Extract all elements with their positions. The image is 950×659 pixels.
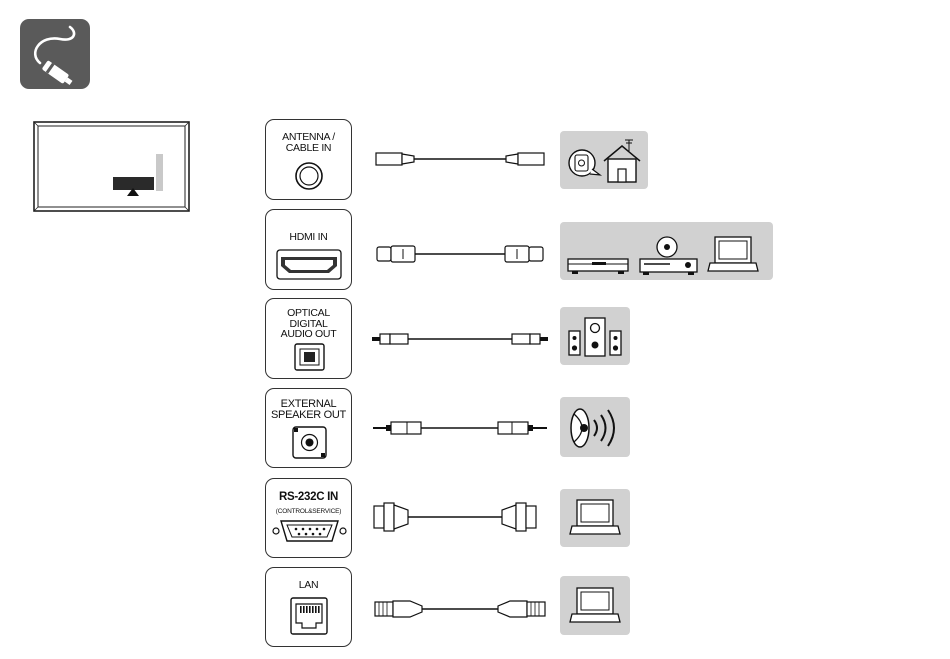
hdmi-cable-icon xyxy=(370,242,550,266)
cable-connection-icon xyxy=(20,19,90,89)
hdmi-in-port: HDMI IN xyxy=(265,209,352,290)
house-antenna-icon xyxy=(604,140,640,182)
coax-cable-icon xyxy=(370,147,550,171)
set-top-box-icon xyxy=(568,259,628,274)
lan-port: LAN xyxy=(265,567,352,647)
wall-antenna-outlet-icon xyxy=(569,150,600,176)
optical-port-icon xyxy=(266,299,353,380)
device-panel-antenna xyxy=(560,131,648,189)
device-panel-rs232c xyxy=(560,489,630,547)
antenna-cable-in-port: ANTENNA / CABLE IN xyxy=(265,119,352,200)
laptop-icon xyxy=(560,489,630,547)
laptop-icon xyxy=(560,576,630,635)
serial-cable-icon xyxy=(370,500,550,534)
audio-cable-icon xyxy=(370,416,550,440)
device-panel-lan xyxy=(560,576,630,635)
rs232c-in-port: RS-232C IN (CONTROL&SERVICE) xyxy=(265,478,352,558)
serial-port-icon xyxy=(266,479,353,559)
hdmi-port-icon xyxy=(266,210,353,291)
tv-rear-panel xyxy=(33,121,190,212)
dvd-player-icon xyxy=(640,237,697,275)
audio-jack-icon xyxy=(266,389,353,469)
lan-port-icon xyxy=(266,568,353,648)
external-speaker-out-port: EXTERNAL SPEAKER OUT xyxy=(265,388,352,468)
device-panel-optical xyxy=(560,307,630,365)
coax-port-icon xyxy=(266,120,353,201)
optical-cable-icon xyxy=(370,327,550,351)
optical-audio-out-port: OPTICAL DIGITAL AUDIO OUT xyxy=(265,298,352,379)
laptop-icon xyxy=(708,237,758,271)
speaker-system-icon xyxy=(560,307,630,365)
lan-cable-icon xyxy=(370,597,550,621)
device-panel-hdmi xyxy=(560,222,773,280)
speaker-icon xyxy=(560,397,630,457)
device-panel-speaker xyxy=(560,397,630,457)
